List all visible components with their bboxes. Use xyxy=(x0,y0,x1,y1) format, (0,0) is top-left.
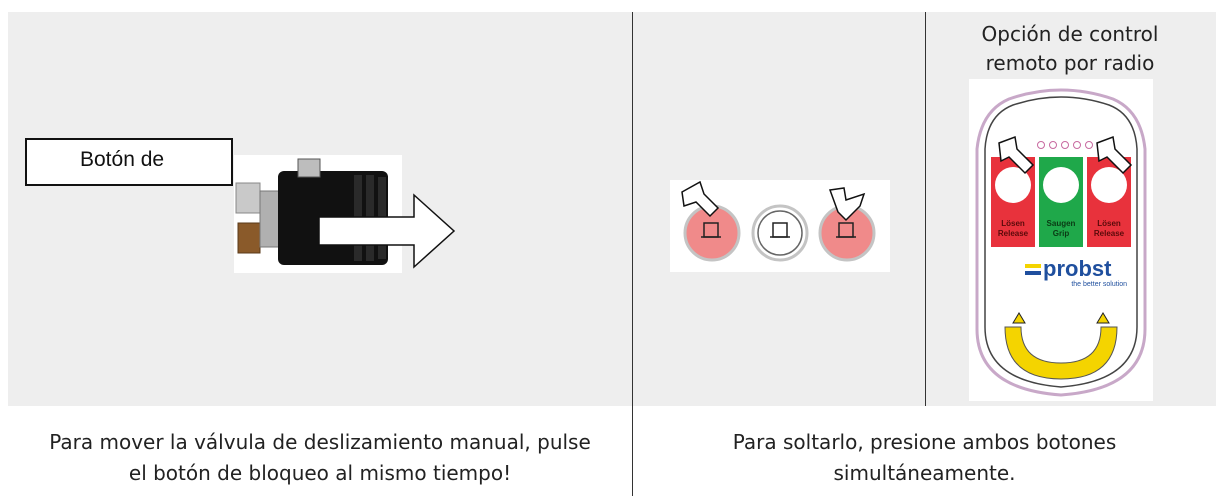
radio-option-title-line2: remoto por radio xyxy=(985,51,1155,75)
divider-right xyxy=(925,12,926,406)
remote-release-left-label1: Lösen xyxy=(1001,219,1025,228)
left-caption-line2: el botón de bloqueo al mismo tiempo! xyxy=(128,461,512,485)
remote-grip-label2: Grip xyxy=(1053,229,1070,238)
left-caption: Para mover la válvula de deslizamiento m… xyxy=(8,427,632,489)
control-buttons-image xyxy=(670,180,890,272)
probst-logo-mark xyxy=(1025,264,1041,268)
middle-caption: Para soltarlo, presione ambos botones si… xyxy=(633,427,1216,489)
pointer-arrow-right-icon xyxy=(828,187,866,222)
radio-option-title-line1: Opción de control xyxy=(981,22,1159,46)
probst-logo-text: probst xyxy=(1043,256,1112,281)
remote-release-right-label1: Lösen xyxy=(1097,219,1121,228)
pointer-arrow-left-icon xyxy=(681,180,720,218)
probst-tagline: the better solution xyxy=(1071,281,1127,288)
middle-caption-line1: Para soltarlo, presione ambos botones xyxy=(732,430,1117,454)
left-caption-line1: Para mover la válvula de deslizamiento m… xyxy=(49,430,591,454)
manual-slide-valve-image xyxy=(234,155,456,273)
remote-pointer-left-icon xyxy=(998,135,1035,175)
remote-pointer-right-icon xyxy=(1096,135,1133,175)
lock-button-label: Botón de xyxy=(80,148,165,171)
direction-arrow-icon xyxy=(318,193,456,269)
radio-remote-image: Lösen Release Saugen Grip Lösen Release … xyxy=(969,79,1153,401)
remote-release-left-label2: Release xyxy=(998,229,1029,238)
grip-button-icon xyxy=(751,204,809,262)
divider-main xyxy=(632,12,633,496)
radio-option-title: Opción de control remoto por radio xyxy=(925,20,1215,78)
middle-caption-line2: simultáneamente. xyxy=(833,461,1016,485)
remote-release-right-label2: Release xyxy=(1094,229,1125,238)
remote-grip-label1: Saugen xyxy=(1047,219,1076,228)
lock-button-label-box: Botón de xyxy=(25,138,233,186)
